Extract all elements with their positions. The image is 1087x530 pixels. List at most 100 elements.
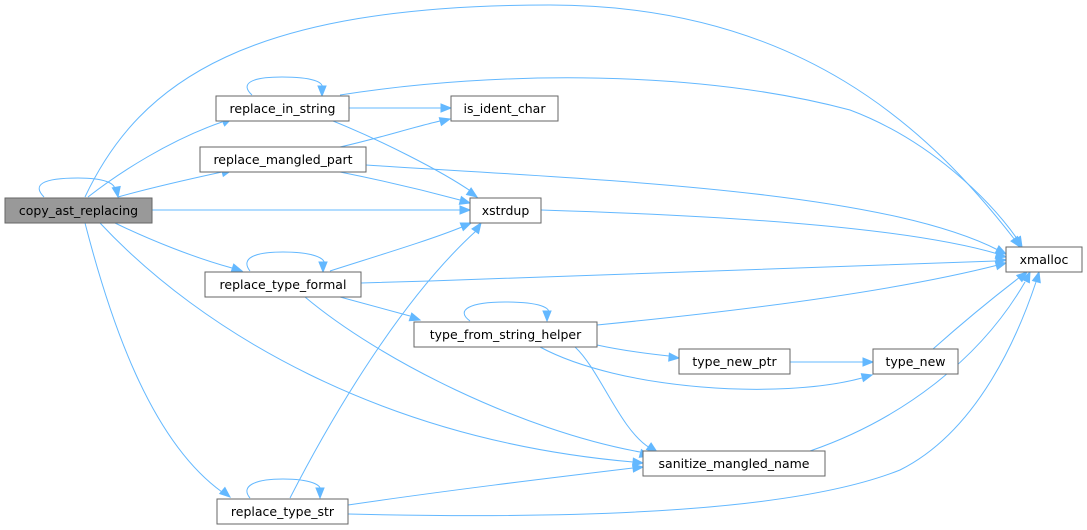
edge-line <box>87 121 223 198</box>
node-label: replace_type_formal <box>220 277 347 292</box>
edge-replace-in-string-to-xstrdup <box>332 120 479 198</box>
nodes-layer: copy_ast_replacing replace_in_string rep… <box>4 95 1083 525</box>
node-is-ident-char[interactable]: is_ident_char <box>450 95 559 122</box>
edge-line <box>246 478 321 499</box>
edge-type-from-string-helper-to-type-new-ptr <box>596 344 681 362</box>
node-replace-mangled-part[interactable]: replace_mangled_part <box>199 146 367 173</box>
node-type-new-ptr[interactable]: type_new_ptr <box>678 348 791 375</box>
edge-line <box>117 171 223 198</box>
arrowhead-icon <box>318 261 328 274</box>
edge-copy-ast-replacing-to-replace-mangled-part <box>117 167 234 198</box>
edge-type-new-to-xmalloc <box>932 271 1029 350</box>
node-replace-in-string[interactable]: replace_in_string <box>215 95 350 122</box>
edge-line <box>38 177 116 198</box>
arrowhead-icon <box>438 117 452 127</box>
node-label: replace_in_string <box>230 101 336 116</box>
edge-line <box>246 76 323 96</box>
edge-replace-type-str-to-xmalloc <box>347 270 1041 517</box>
node-type-from-string-helper[interactable]: type_from_string_helper <box>413 321 598 348</box>
edge-replace-type-formal-to-sanitize-mangled-name <box>304 296 652 458</box>
arrowhead-icon <box>458 195 472 205</box>
edge-copy-ast-replacing-to-xstrdup <box>152 205 472 215</box>
node-xstrdup[interactable]: xstrdup <box>469 197 542 224</box>
node-label: sanitize_mangled_name <box>659 456 810 471</box>
edge-line <box>809 281 1026 452</box>
edge-line <box>339 171 461 201</box>
edge-line <box>347 281 1037 517</box>
arrowhead-icon <box>1012 235 1023 249</box>
node-xmalloc[interactable]: xmalloc <box>1005 246 1083 273</box>
node-label: replace_type_str <box>231 504 335 519</box>
edge-copy-ast-replacing-to-replace-type-formal <box>114 222 244 273</box>
edge-replace-type-str-to-replace-type-str <box>246 478 325 500</box>
node-copy-ast-replacing[interactable]: copy_ast_replacing <box>4 197 153 224</box>
edge-line <box>539 346 863 390</box>
node-label: copy_ast_replacing <box>19 203 138 218</box>
edge-line <box>540 209 999 255</box>
arrowhead-icon <box>317 85 327 98</box>
arrowhead-icon <box>1021 270 1031 284</box>
node-label: type_new <box>885 354 945 369</box>
arrowhead-icon <box>465 187 479 198</box>
node-replace-type-str[interactable]: replace_type_str <box>216 498 349 525</box>
arrowhead-icon <box>994 261 1008 271</box>
edge-line <box>289 230 477 499</box>
edge-line <box>360 260 997 284</box>
arrowhead-icon <box>668 352 681 362</box>
node-label: replace_mangled_part <box>213 152 352 167</box>
edge-line <box>339 77 1019 241</box>
edge-replace-mangled-part-to-is-ident-char <box>339 117 452 148</box>
arrowhead-icon <box>1031 270 1041 284</box>
edge-type-from-string-helper-to-type-from-string-helper <box>463 301 552 323</box>
edge-type-from-string-helper-to-sanitize-mangled-name <box>574 346 659 453</box>
node-type-new[interactable]: type_new <box>872 348 959 375</box>
arrowhead-icon <box>862 357 875 367</box>
edge-replace-in-string-to-is-ident-char <box>349 103 453 113</box>
edge-line <box>332 120 473 193</box>
node-replace-type-formal[interactable]: replace_type_formal <box>204 271 362 298</box>
edge-line <box>246 251 325 272</box>
node-label: type_from_string_helper <box>430 327 582 342</box>
edge-replace-type-formal-to-xstrdup <box>329 222 473 272</box>
node-sanitize-mangled-name[interactable]: sanitize_mangled_name <box>642 450 826 477</box>
edge-replace-type-str-to-sanitize-mangled-name <box>347 463 645 506</box>
edge-line <box>99 222 634 463</box>
arrowhead-icon <box>632 463 645 473</box>
edge-replace-type-formal-to-type-from-string-helper <box>339 296 422 322</box>
edge-copy-ast-replacing-to-sanitize-mangled-name <box>99 222 645 467</box>
edge-line <box>84 222 223 493</box>
edge-sanitize-mangled-name-to-xmalloc <box>809 270 1031 452</box>
arrowhead-icon <box>440 103 453 113</box>
arrowhead-icon <box>632 457 645 467</box>
arrowhead-icon <box>542 310 552 323</box>
edge-line <box>596 344 670 357</box>
arrowhead-icon <box>471 221 482 235</box>
edge-xstrdup-to-xmalloc <box>540 209 1008 259</box>
arrowhead-icon <box>315 487 325 500</box>
edges-layer <box>38 4 1041 517</box>
arrowhead-icon <box>459 205 472 215</box>
edge-replace-type-str-to-xstrdup <box>289 221 482 499</box>
node-label: xstrdup <box>482 203 530 218</box>
edge-replace-in-string-to-xmalloc <box>339 77 1023 249</box>
edge-line <box>574 346 651 449</box>
arrowhead-icon <box>111 185 121 199</box>
edge-line <box>84 4 1016 241</box>
edge-type-new-ptr-to-type-new <box>790 357 875 367</box>
edge-line <box>339 296 411 317</box>
edge-line <box>304 296 641 453</box>
arrowhead-icon <box>218 486 232 498</box>
edge-replace-type-formal-to-replace-type-formal <box>246 251 328 274</box>
edge-line <box>347 467 634 506</box>
node-label: xmalloc <box>1020 252 1069 267</box>
arrowhead-icon <box>230 263 244 273</box>
edge-copy-ast-replacing-to-copy-ast-replacing <box>38 177 121 199</box>
arrowhead-icon <box>860 373 874 383</box>
arrowhead-icon <box>408 312 422 322</box>
edge-line <box>329 226 463 272</box>
edge-line <box>365 164 999 251</box>
edge-replace-type-formal-to-xmalloc <box>360 255 1008 284</box>
arrowhead-icon <box>994 249 1008 259</box>
node-label: type_new_ptr <box>692 354 777 369</box>
